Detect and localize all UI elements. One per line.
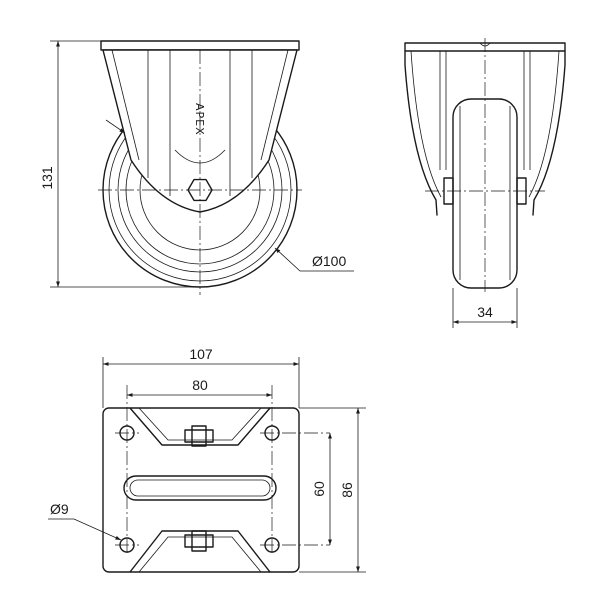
hole-diameter-label: Ø9 xyxy=(50,501,69,517)
plate-slot xyxy=(123,475,277,501)
top-bolt xyxy=(184,429,214,443)
hole-spacing-length-label: 80 xyxy=(192,377,208,393)
plate-outline xyxy=(102,407,300,573)
side-view-top-plate xyxy=(100,40,300,51)
wheel-diameter-label: Ø100 xyxy=(312,253,346,269)
hole-spacing-width-label: 60 xyxy=(311,481,327,497)
top-plate-view: 107 80 60 86 Ø9 xyxy=(48,346,366,573)
plate-length-label: 107 xyxy=(189,346,213,362)
height-dimension-label: 131 xyxy=(39,166,55,190)
brand-text: APEX xyxy=(193,103,206,136)
side-view: APEX 131 Ø100 xyxy=(39,40,354,295)
plate-width-label: 86 xyxy=(339,482,355,498)
front-view: 34 xyxy=(404,38,566,328)
wheel-width-label: 34 xyxy=(477,304,493,320)
bottom-bolt xyxy=(184,534,214,548)
front-view-fork-legs xyxy=(404,50,566,216)
